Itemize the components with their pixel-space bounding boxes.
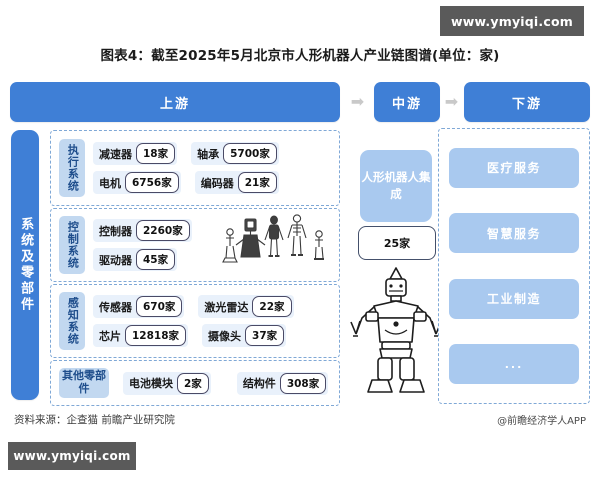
item-label: 控制器 bbox=[99, 224, 132, 238]
item-value: 18家 bbox=[136, 143, 176, 164]
table-row: 控制器 2260家 bbox=[93, 219, 333, 242]
spine-label-systems-and-parts: 系统及零部件 bbox=[11, 130, 39, 400]
item-value: 2家 bbox=[177, 372, 209, 394]
item-chip: 芯片 12818家 bbox=[93, 324, 189, 347]
item-value: 22家 bbox=[252, 296, 292, 317]
item-value: 45家 bbox=[136, 249, 176, 270]
item-value: 5700家 bbox=[223, 143, 277, 164]
item-label: 减速器 bbox=[99, 147, 132, 161]
downstream-item-medical: 医疗服务 bbox=[449, 147, 579, 188]
table-row: 减速器 18家 轴承 5700家 bbox=[93, 142, 333, 165]
robot-group-illustration bbox=[222, 214, 324, 263]
group-sensing-system: 感知系统 传感器 670家 激光雷达 22家 芯片 12818家 摄像头 37家 bbox=[50, 284, 340, 358]
midstream-integration-box: 人形机器人集成 bbox=[360, 150, 432, 222]
header-downstream: 下游 bbox=[464, 82, 590, 122]
item-label: 电池模块 bbox=[129, 377, 173, 390]
item-label: 结构件 bbox=[242, 377, 276, 390]
table-row: 芯片 12818家 摄像头 37家 bbox=[93, 324, 333, 347]
item-label: 激光雷达 bbox=[204, 300, 249, 314]
item-value: 670家 bbox=[136, 296, 183, 317]
group-tag-sensing: 感知系统 bbox=[59, 292, 85, 350]
group-execution-system: 执行系统 减速器 18家 轴承 5700家 电机 6756家 编码器 21家 bbox=[50, 130, 340, 206]
downstream-item-industrial-manufacturing: 工业制造 bbox=[449, 278, 579, 319]
table-row: 电池模块 2家 结构件 308家 bbox=[117, 371, 333, 395]
app-credit: @前瞻经济学人APP bbox=[497, 416, 586, 427]
group-rows: 控制器 2260家 驱动器 45家 bbox=[85, 219, 339, 271]
group-tag-other-parts: 其他零部件 bbox=[59, 368, 109, 398]
item-label: 芯片 bbox=[99, 329, 121, 343]
group-control-system: 控制系统 控制器 2260家 驱动器 45家 bbox=[50, 208, 340, 282]
watermark-bottom: www.ymyiqi.com bbox=[8, 442, 136, 470]
item-value: 6756家 bbox=[125, 172, 179, 193]
item-label: 传感器 bbox=[99, 300, 132, 314]
arrow-right-icon-2: ➡ bbox=[444, 92, 459, 111]
item-reducer: 减速器 18家 bbox=[93, 142, 178, 165]
group-tag-execution: 执行系统 bbox=[59, 139, 85, 197]
table-row: 传感器 670家 激光雷达 22家 bbox=[93, 295, 333, 318]
group-rows: 电池模块 2家 结构件 308家 bbox=[109, 371, 339, 395]
item-label: 驱动器 bbox=[99, 253, 132, 267]
item-value: 12818家 bbox=[125, 325, 187, 346]
group-rows: 减速器 18家 轴承 5700家 电机 6756家 编码器 21家 bbox=[85, 142, 339, 194]
table-row: 驱动器 45家 bbox=[93, 248, 333, 271]
item-controller: 控制器 2260家 bbox=[93, 219, 192, 242]
item-label: 编码器 bbox=[200, 176, 234, 190]
item-driver: 驱动器 45家 bbox=[93, 248, 178, 271]
item-battery-module: 电池模块 2家 bbox=[123, 371, 211, 395]
group-rows: 传感器 670家 激光雷达 22家 芯片 12818家 摄像头 37家 bbox=[85, 295, 339, 347]
robot-mascot-illustration bbox=[350, 267, 442, 393]
item-lidar: 激光雷达 22家 bbox=[198, 295, 294, 318]
item-label: 轴承 bbox=[197, 147, 220, 161]
arrow-right-icon-1: ➡ bbox=[350, 92, 365, 111]
item-label: 电机 bbox=[99, 176, 121, 190]
table-row: 电机 6756家 编码器 21家 bbox=[93, 171, 333, 194]
item-value: 308家 bbox=[279, 372, 327, 394]
item-value: 21家 bbox=[237, 172, 277, 193]
item-value: 2260家 bbox=[136, 220, 190, 241]
header-midstream: 中游 bbox=[374, 82, 440, 122]
chain-header: 上游 ➡ 中游 ➡ 下游 bbox=[10, 82, 590, 122]
item-encoder: 编码器 21家 bbox=[194, 171, 279, 194]
page-title: 图表4：截至2025年5月北京市人形机器人产业链图谱(单位：家) bbox=[100, 48, 500, 64]
item-label: 摄像头 bbox=[208, 329, 242, 343]
item-structural-parts: 结构件 308家 bbox=[236, 371, 329, 395]
group-tag-control: 控制系统 bbox=[59, 216, 85, 274]
item-motor: 电机 6756家 bbox=[93, 171, 181, 194]
downstream-panel: 医疗服务 智慧服务 工业制造 ... bbox=[438, 128, 590, 404]
item-value: 37家 bbox=[245, 325, 285, 346]
item-camera: 摄像头 37家 bbox=[202, 324, 287, 347]
source-note: 资料来源：企查猫 前瞻产业研究院 bbox=[14, 414, 175, 426]
group-other-parts: 其他零部件 电池模块 2家 结构件 308家 bbox=[50, 360, 340, 406]
downstream-item-more: ... bbox=[449, 344, 579, 385]
header-upstream: 上游 bbox=[10, 82, 340, 122]
item-bearing: 轴承 5700家 bbox=[191, 142, 279, 165]
item-sensor: 传感器 670家 bbox=[93, 295, 185, 318]
downstream-item-smart-services: 智慧服务 bbox=[449, 213, 579, 254]
watermark-top: www.ymyiqi.com bbox=[440, 6, 584, 36]
midstream-company-count: 25家 bbox=[358, 226, 436, 260]
